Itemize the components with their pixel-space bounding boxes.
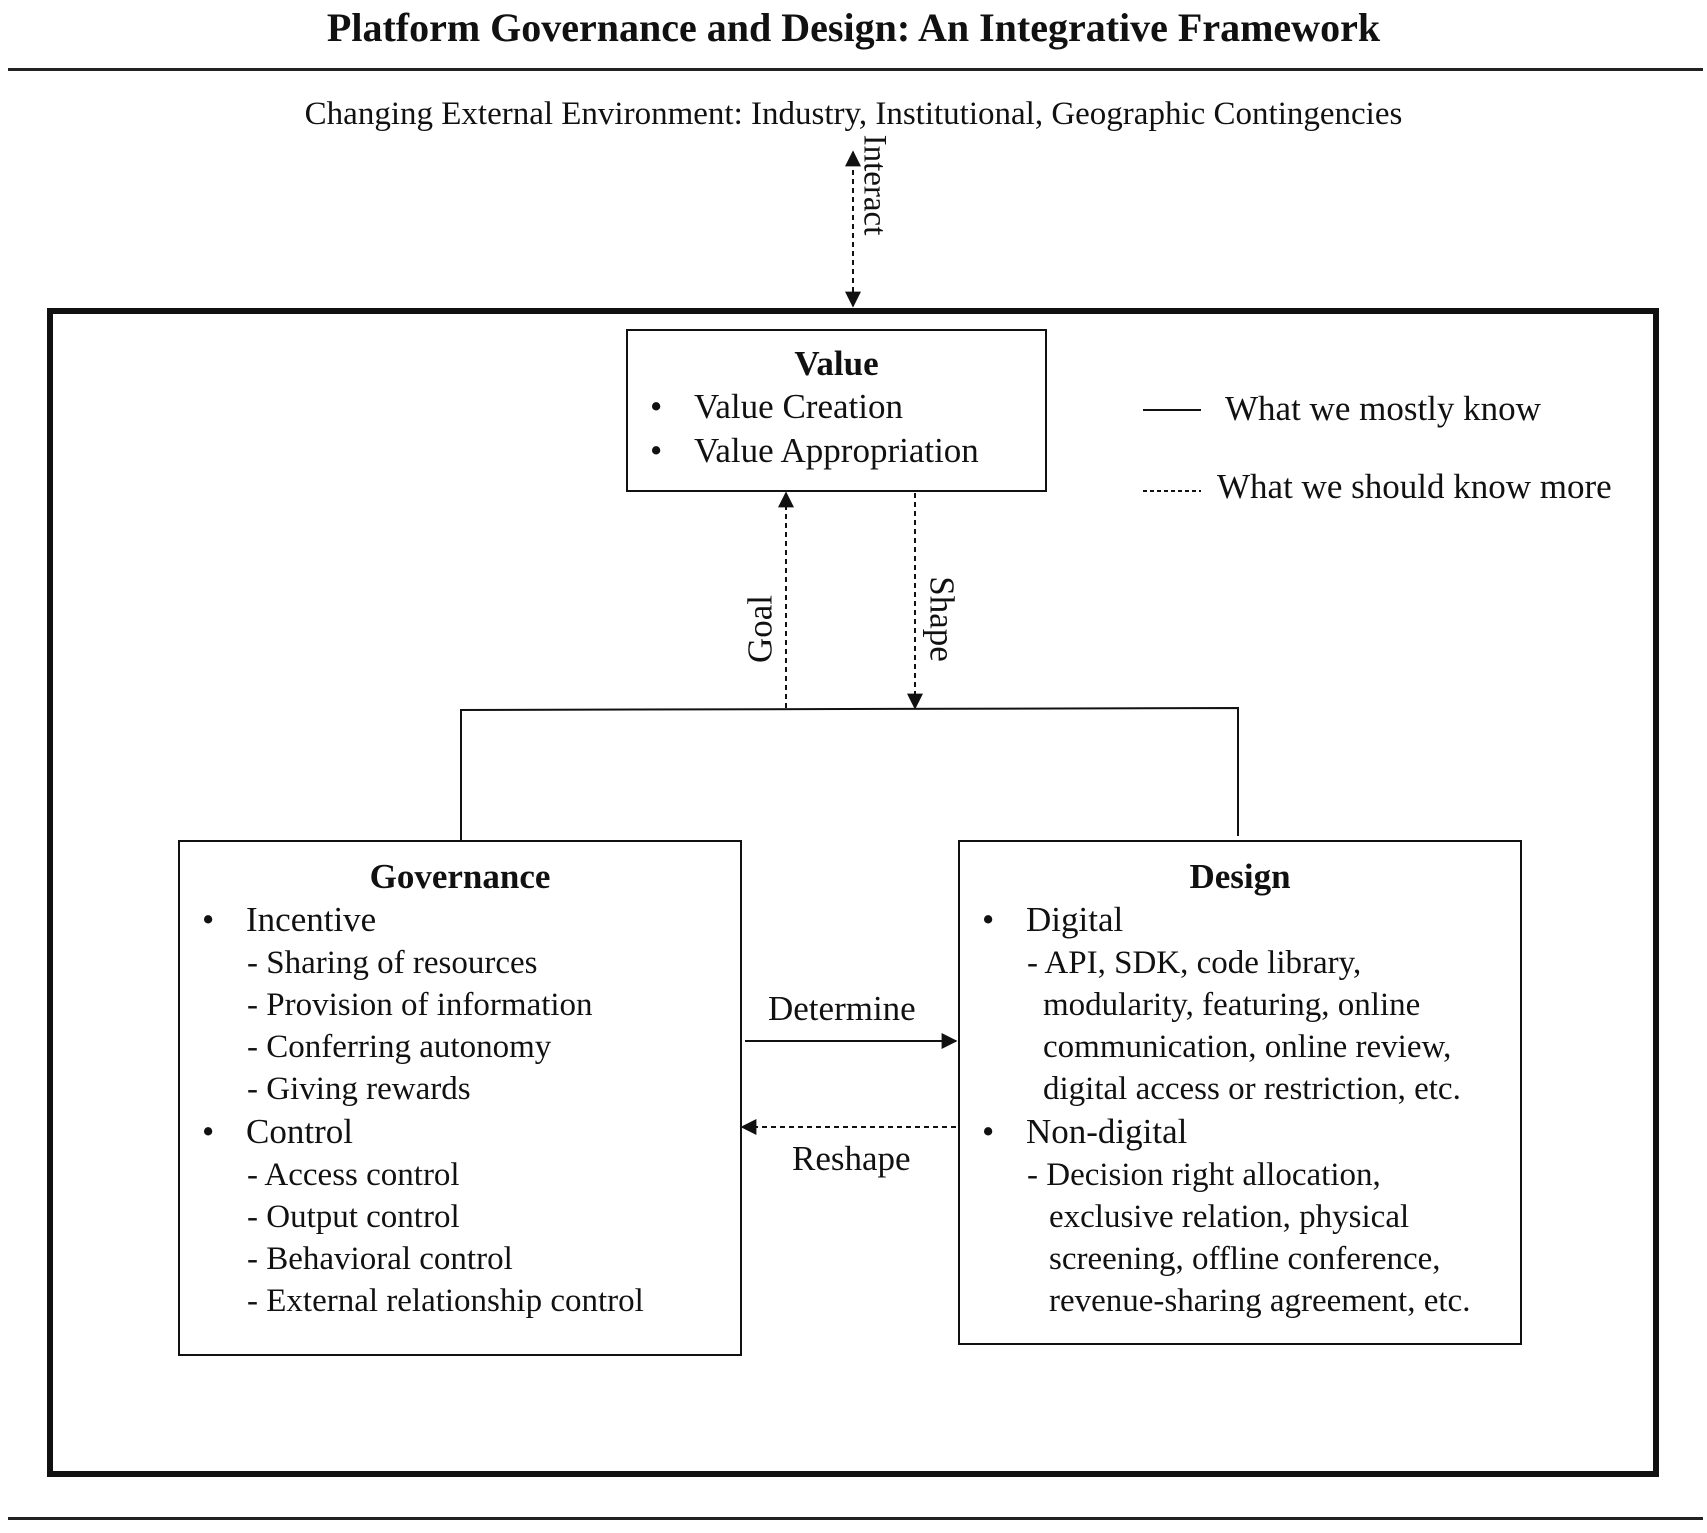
governance-title: Governance [369, 857, 551, 896]
digital-item: - API, SDK, code library, [1027, 945, 1362, 981]
governance-box: Governance • Incentive - Sharing of reso… [178, 840, 742, 1356]
legend-solid-label: What we mostly know [1225, 389, 1541, 428]
incentive-item: - Conferring autonomy [247, 1029, 552, 1065]
framework-frame [47, 308, 1659, 1477]
control-item: - Behavioral control [247, 1241, 513, 1277]
design-title: Design [1189, 857, 1291, 896]
digital-item: digital access or restriction, etc. [1043, 1071, 1461, 1107]
non-digital-item: revenue-sharing agreement, etc. [1049, 1283, 1471, 1319]
digital-list: - API, SDK, code library, modularity, fe… [982, 942, 1520, 1110]
governance-design-bracket [460, 706, 1239, 840]
external-environment-label: Changing External Environment: Industry,… [304, 96, 1403, 132]
reshape-label: Reshape [792, 1139, 911, 1178]
value-box: Value • Value Creation • Value Appropria… [626, 329, 1047, 492]
digital-item: communication, online review, [1043, 1029, 1452, 1065]
digital-item: modularity, featuring, online [1043, 987, 1421, 1023]
control-item: - Output control [247, 1199, 460, 1235]
legend-dashed-label: What we should know more [1217, 467, 1612, 506]
goal-label: Goal [740, 594, 780, 664]
interact-label: Interact [856, 134, 893, 236]
control-heading: • Control [202, 1112, 353, 1151]
top-rule [8, 68, 1703, 71]
incentive-item: - Sharing of resources [247, 945, 538, 981]
page-title: Platform Governance and Design: An Integ… [326, 5, 1381, 50]
value-item: • Value Creation [650, 387, 903, 426]
shape-label: Shape [922, 576, 962, 662]
value-title: Value [794, 344, 879, 383]
non-digital-item: screening, offline conference, [1049, 1241, 1441, 1277]
control-item: - External relationship control [247, 1283, 644, 1319]
control-list: - Access control - Output control - Beha… [202, 1154, 740, 1322]
bottom-rule [8, 1517, 1703, 1520]
digital-heading: • Digital [982, 900, 1124, 939]
design-box: Design • Digital - API, SDK, code librar… [958, 840, 1522, 1345]
incentive-list: - Sharing of resources - Provision of in… [202, 942, 740, 1110]
incentive-item: - Giving rewards [247, 1071, 471, 1107]
non-digital-list: - Decision right allocation, exclusive r… [982, 1154, 1520, 1322]
determine-label: Determine [768, 989, 916, 1028]
non-digital-item: exclusive relation, physical [1049, 1199, 1410, 1235]
incentive-heading: • Incentive [202, 900, 377, 939]
non-digital-item: - Decision right allocation, [1027, 1157, 1381, 1193]
control-item: - Access control [247, 1157, 460, 1193]
non-digital-heading: • Non-digital [982, 1112, 1188, 1151]
value-item: • Value Appropriation [650, 431, 979, 470]
incentive-item: - Provision of information [247, 987, 593, 1023]
